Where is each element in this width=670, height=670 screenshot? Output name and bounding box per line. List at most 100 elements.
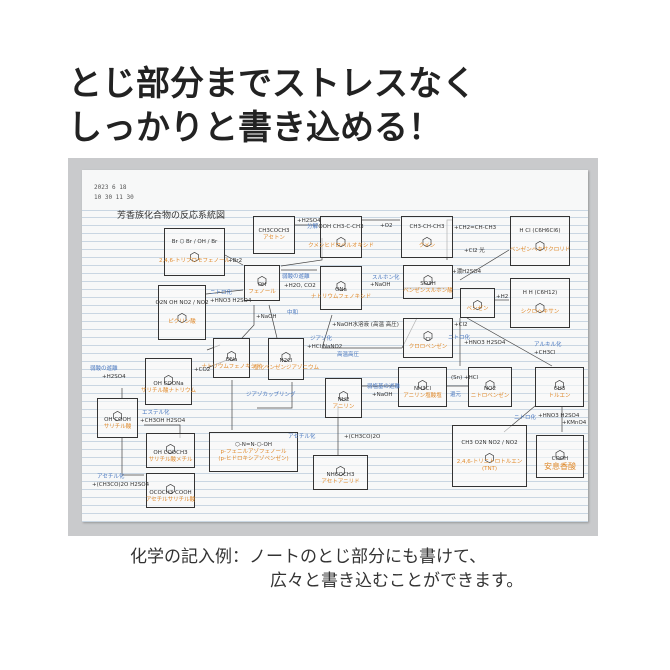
note: ジアゾカップリング xyxy=(246,392,296,398)
formula: OH COONa xyxy=(153,380,184,387)
headline: とじ部分までストレスなく しっかりと書き込める！ xyxy=(68,62,476,150)
benzene-ring-icon xyxy=(257,270,267,282)
note: ニトロ化 xyxy=(210,290,233,296)
formula: NHCOCH3 xyxy=(326,471,355,478)
compound-name: ベンゼンスルホン酸 xyxy=(403,288,453,294)
note: ジアゾ化 xyxy=(310,336,333,342)
reagent: +O2 xyxy=(380,223,393,229)
compound-name: 2,4,6-トリニトロトルエン xyxy=(456,458,523,465)
benzene-ring-icon xyxy=(281,346,291,358)
compound-tribromophenol: Br ⬡ Br / OH / Br2,4,6-トリブロモフェノール xyxy=(159,228,230,276)
benzene-ring-icon xyxy=(554,374,564,386)
benzene-ring-icon xyxy=(112,405,122,417)
benzene-ring-icon xyxy=(177,307,187,319)
benzene-ring-icon xyxy=(423,269,433,281)
benzene-ring-icon xyxy=(163,369,173,381)
reagent: (Sn) +HCl xyxy=(451,375,479,381)
cyclohexane-ring-icon xyxy=(535,235,545,247)
compound-tnt: CH3 O2N NO2 / NO22,4,6-トリニトロトルエン(TNT) xyxy=(452,425,527,487)
notebook-photo: 2023 6 18 10 30 11 30 芳香族化合物の反応系統図 xyxy=(68,158,598,536)
formula: SO3H xyxy=(420,281,436,287)
formula: OH COOH xyxy=(104,417,131,423)
reagent: +H2 xyxy=(496,294,509,300)
compound-benzene: ベンゼン xyxy=(460,288,495,318)
compound-name: クメン xyxy=(418,243,436,249)
reagent: +H2SO4 xyxy=(297,218,321,224)
reagent: +NaOH xyxy=(370,282,391,288)
compound-name: サリチル酸ナトリウム xyxy=(141,387,197,394)
compound-name: ベンゼンヘキサクロリド xyxy=(509,247,571,253)
note: 弱塩基の遊離 xyxy=(367,384,401,390)
formula: OH COOCH3 xyxy=(153,449,188,456)
formula: ONa xyxy=(335,287,347,293)
compound-benzene-hexachloride: H Cl (C6H6Cl6) ベンゼンヘキサクロリド xyxy=(510,216,570,266)
headline-line-1: とじ部分までストレスなく xyxy=(68,64,476,104)
formula: OH xyxy=(257,282,267,288)
note: 弱酸の遊離 xyxy=(282,274,310,280)
compound-name: 安息香酸 xyxy=(544,461,576,471)
formula: Cl xyxy=(425,337,431,343)
benzene-ring-icon xyxy=(165,438,175,450)
compound-name: ナトリウムフェノキシド xyxy=(201,364,262,370)
benzene-ring-icon xyxy=(335,460,345,472)
note: アセチル化 xyxy=(97,474,125,480)
notebook-page: 2023 6 18 10 30 11 30 芳香族化合物の反応系統図 xyxy=(82,170,588,522)
note: 弱酸の遊離 xyxy=(90,366,118,372)
reagent: +NaOH水溶液 (高温 高圧) xyxy=(332,322,399,328)
compound-name: ナトリウムフェノキシド xyxy=(310,294,372,300)
caption: 化学の記入例：ノートのとじ部分にも書けて、 広々と書き込むことができます。 xyxy=(130,545,523,593)
compound-name: 2,4,6-トリブロモフェノール xyxy=(159,258,230,264)
reagent: +HNO3 H2SO4 xyxy=(464,340,506,346)
reagent: +NaOH xyxy=(256,314,277,320)
note-title: 芳香族化合物の反応系統図 xyxy=(117,211,226,221)
compound-cumene: CH3-CH-CH3クメン xyxy=(401,216,453,258)
formula: ONa xyxy=(225,357,238,363)
note: アルキル化 xyxy=(534,342,562,348)
compound-name: トルエン xyxy=(548,393,571,399)
note: 分解 xyxy=(307,224,319,230)
benzene-ring-icon xyxy=(336,231,346,243)
compound-name: クロロベンゼン xyxy=(408,344,448,350)
reagent: +HNO3 H2SO4 xyxy=(210,298,252,304)
benzene-ring-icon xyxy=(472,294,482,306)
formula: H H (C6H12) xyxy=(522,290,558,296)
formula: COOH xyxy=(551,455,569,462)
reagent: +CH3OH H2SO4 xyxy=(140,418,186,424)
benzene-ring-icon xyxy=(336,275,346,287)
note: スルホン化 xyxy=(372,275,400,281)
caption-line-2: 広々と書き込むことができます。 xyxy=(270,571,524,591)
reagent: +濃H2SO4 xyxy=(452,269,482,275)
reagent: +CO2 xyxy=(194,367,211,373)
note: エステル化 xyxy=(142,410,170,416)
reagent: +(CH3CO)2O xyxy=(344,434,381,440)
compound-name: アセトアニリド xyxy=(321,478,360,485)
formula: H Cl (C6H6Cl6) xyxy=(519,228,561,234)
formula: CH3 O2N NO2 / NO2 xyxy=(461,439,518,446)
reagent: +(CH3CO)2O H2SO4 xyxy=(92,482,150,488)
compound-name: フェノール xyxy=(248,289,276,295)
formula: NH2 xyxy=(337,397,350,403)
formula: ⬡-N=N-⬡-OH xyxy=(234,441,272,448)
reagent: +Cl2 xyxy=(454,322,468,328)
compound-name: ピクリン酸 xyxy=(168,318,196,325)
compound-name: サリチル酸 xyxy=(103,424,132,430)
headline-line-2: しっかりと書き込める！ xyxy=(68,108,442,148)
benzene-ring-icon xyxy=(555,444,565,456)
reagent: +H2SO4 xyxy=(102,374,126,380)
compound-name: シクロヘキサン xyxy=(520,309,560,315)
reagent: +CH3Cl xyxy=(534,350,556,356)
compound-name: ニトロベンゼン xyxy=(470,393,510,399)
note: ニトロ化 xyxy=(514,415,537,421)
formula: CH3 xyxy=(553,386,566,392)
compound-name: アニリン xyxy=(332,404,355,410)
reagent: +H2O, CO2 xyxy=(284,283,316,289)
date: 2023 6 18 xyxy=(94,184,127,191)
